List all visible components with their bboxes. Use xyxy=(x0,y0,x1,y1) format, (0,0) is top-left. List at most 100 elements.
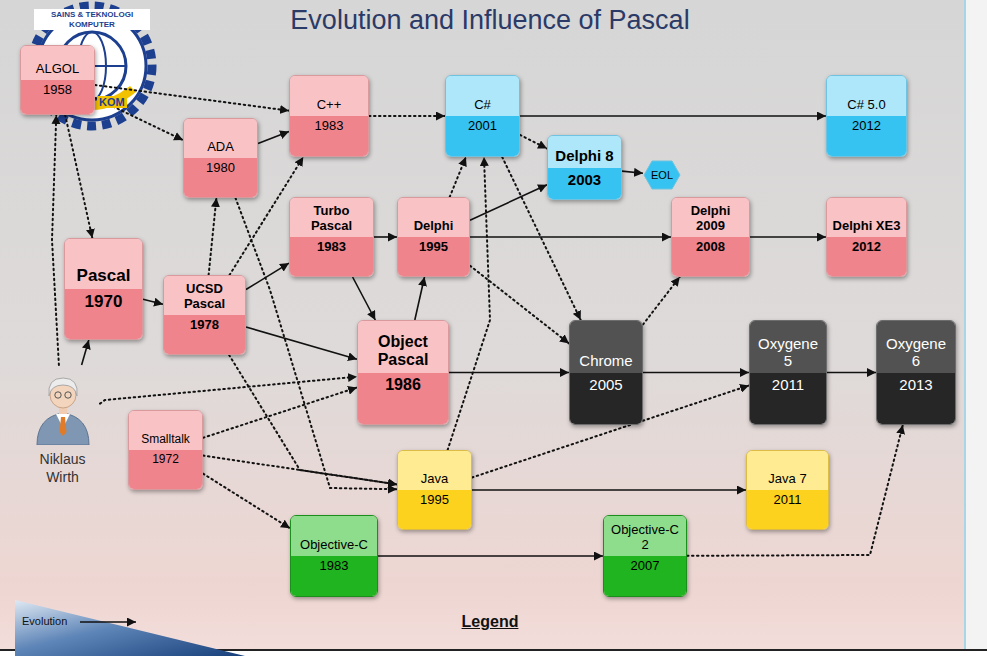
influence-arrow xyxy=(520,135,547,149)
influence-arrow xyxy=(65,115,92,238)
language-box: Turbo Pascal1983 xyxy=(289,197,374,277)
influence-arrow xyxy=(95,85,289,111)
status-text: EOL xyxy=(651,169,673,181)
language-name: Java xyxy=(398,451,471,490)
evolution-arrow xyxy=(415,277,425,320)
release-year: 2012 xyxy=(827,237,906,276)
language-box: Java 72011 xyxy=(746,450,829,530)
evolution-arrow xyxy=(470,236,671,238)
evolution-arrow xyxy=(622,171,643,173)
language-name: Delphi 2009 xyxy=(672,198,749,237)
language-box: Delphi1995 xyxy=(397,197,470,277)
language-box: UCSD Pascal1978 xyxy=(163,275,246,355)
language-name: Delphi XE3 xyxy=(827,198,906,237)
language-name: Java 7 xyxy=(747,451,828,490)
influence-arrow xyxy=(470,266,569,344)
evolution-arrow xyxy=(750,236,826,238)
evolution-arrow xyxy=(470,185,547,220)
release-year: 1972 xyxy=(129,450,202,489)
evolution-arrow xyxy=(378,555,603,557)
influence-arrow xyxy=(369,115,445,117)
language-name: Objective-C xyxy=(291,516,377,556)
language-name: C++ xyxy=(290,76,368,116)
language-name: Oxygene 6 xyxy=(877,321,955,373)
person-glasses xyxy=(64,392,70,398)
language-name: ALGOL xyxy=(21,46,94,80)
influence-arrow xyxy=(52,115,59,365)
release-year: 1970 xyxy=(65,289,142,339)
language-box: Chrome2005 xyxy=(569,320,643,425)
language-box: Smalltalk1972 xyxy=(128,410,203,490)
evolution-arrow xyxy=(374,236,397,238)
person-glasses xyxy=(54,392,60,398)
evolution-arrow xyxy=(246,263,289,289)
influence-arrow xyxy=(203,456,397,485)
release-year: 1983 xyxy=(290,237,373,276)
release-year: 1980 xyxy=(184,158,257,197)
logo-text: SAINS & TEKNOLOGI KOMPUTER xyxy=(34,9,150,30)
language-name: C# xyxy=(446,76,519,116)
language-name: Objective-C 2 xyxy=(604,516,686,556)
language-name: C# 5.0 xyxy=(827,76,906,116)
legend-wedge xyxy=(15,600,245,656)
panel-border xyxy=(964,0,966,650)
logo-initials: KOM xyxy=(97,96,127,108)
person-hair xyxy=(48,378,76,396)
person-tie xyxy=(59,417,66,436)
side-panel xyxy=(965,0,987,656)
influence-arrow xyxy=(209,198,217,275)
release-year: 2007 xyxy=(604,556,686,596)
release-year: 2008 xyxy=(672,237,749,276)
end-of-life-marker: EOL xyxy=(643,160,681,190)
eol-hexagon xyxy=(644,161,680,189)
language-name: Delphi xyxy=(398,198,469,237)
release-year: 2011 xyxy=(747,490,828,529)
language-box: Java1995 xyxy=(397,450,472,530)
release-year: 1978 xyxy=(164,315,245,354)
slide-title: Evolution and Influence of Pascal xyxy=(200,5,780,36)
person-body xyxy=(37,413,89,445)
language-box: Objective-C 22007 xyxy=(603,515,687,597)
evolution-arrow xyxy=(353,277,376,320)
language-name: Chrome xyxy=(570,321,642,373)
evolution-arrow xyxy=(472,489,746,491)
language-name: Turbo Pascal xyxy=(290,198,373,237)
language-box: ADA1980 xyxy=(183,118,258,198)
language-box: Oxygene 52011 xyxy=(749,320,827,425)
evolution-arrow xyxy=(143,299,163,304)
language-box: Delphi 82003 xyxy=(547,135,622,200)
release-year: 2003 xyxy=(548,168,621,200)
release-year: 2011 xyxy=(750,373,826,425)
influence-arrow xyxy=(203,474,290,529)
release-year: 1995 xyxy=(398,237,469,276)
evolution-arrow xyxy=(246,327,357,359)
legend-heading: Legend xyxy=(420,613,560,631)
influence-arrow xyxy=(687,425,903,556)
influence-arrow xyxy=(450,157,466,197)
evolution-arrow xyxy=(449,372,569,374)
influence-arrow xyxy=(203,388,357,438)
release-year: 2005 xyxy=(570,373,642,425)
evolution-arrow xyxy=(82,340,89,365)
evolution-arrow xyxy=(258,132,289,144)
person-name: Niklaus Wirth xyxy=(25,451,100,486)
release-year: 1995 xyxy=(398,490,471,529)
language-box: C#2001 xyxy=(445,75,520,157)
language-box: Pascal1970 xyxy=(64,238,143,340)
language-box: ALGOL1958 xyxy=(20,45,95,115)
legend-line-sample xyxy=(80,621,136,623)
release-year: 1983 xyxy=(290,116,368,156)
language-name: Smalltalk xyxy=(129,411,202,450)
evolution-arrow xyxy=(643,372,749,374)
release-year: 2001 xyxy=(446,116,519,156)
release-year: 2012 xyxy=(827,116,906,156)
language-name: Pascal xyxy=(65,239,142,289)
language-box: Delphi XE32012 xyxy=(826,197,907,277)
language-name: Delphi 8 xyxy=(548,136,621,168)
legend-entry: Evolution xyxy=(22,615,67,627)
language-box: C++1983 xyxy=(289,75,369,157)
release-year: 1983 xyxy=(291,556,377,596)
person-icon xyxy=(33,365,93,445)
language-name: UCSD Pascal xyxy=(164,276,245,315)
